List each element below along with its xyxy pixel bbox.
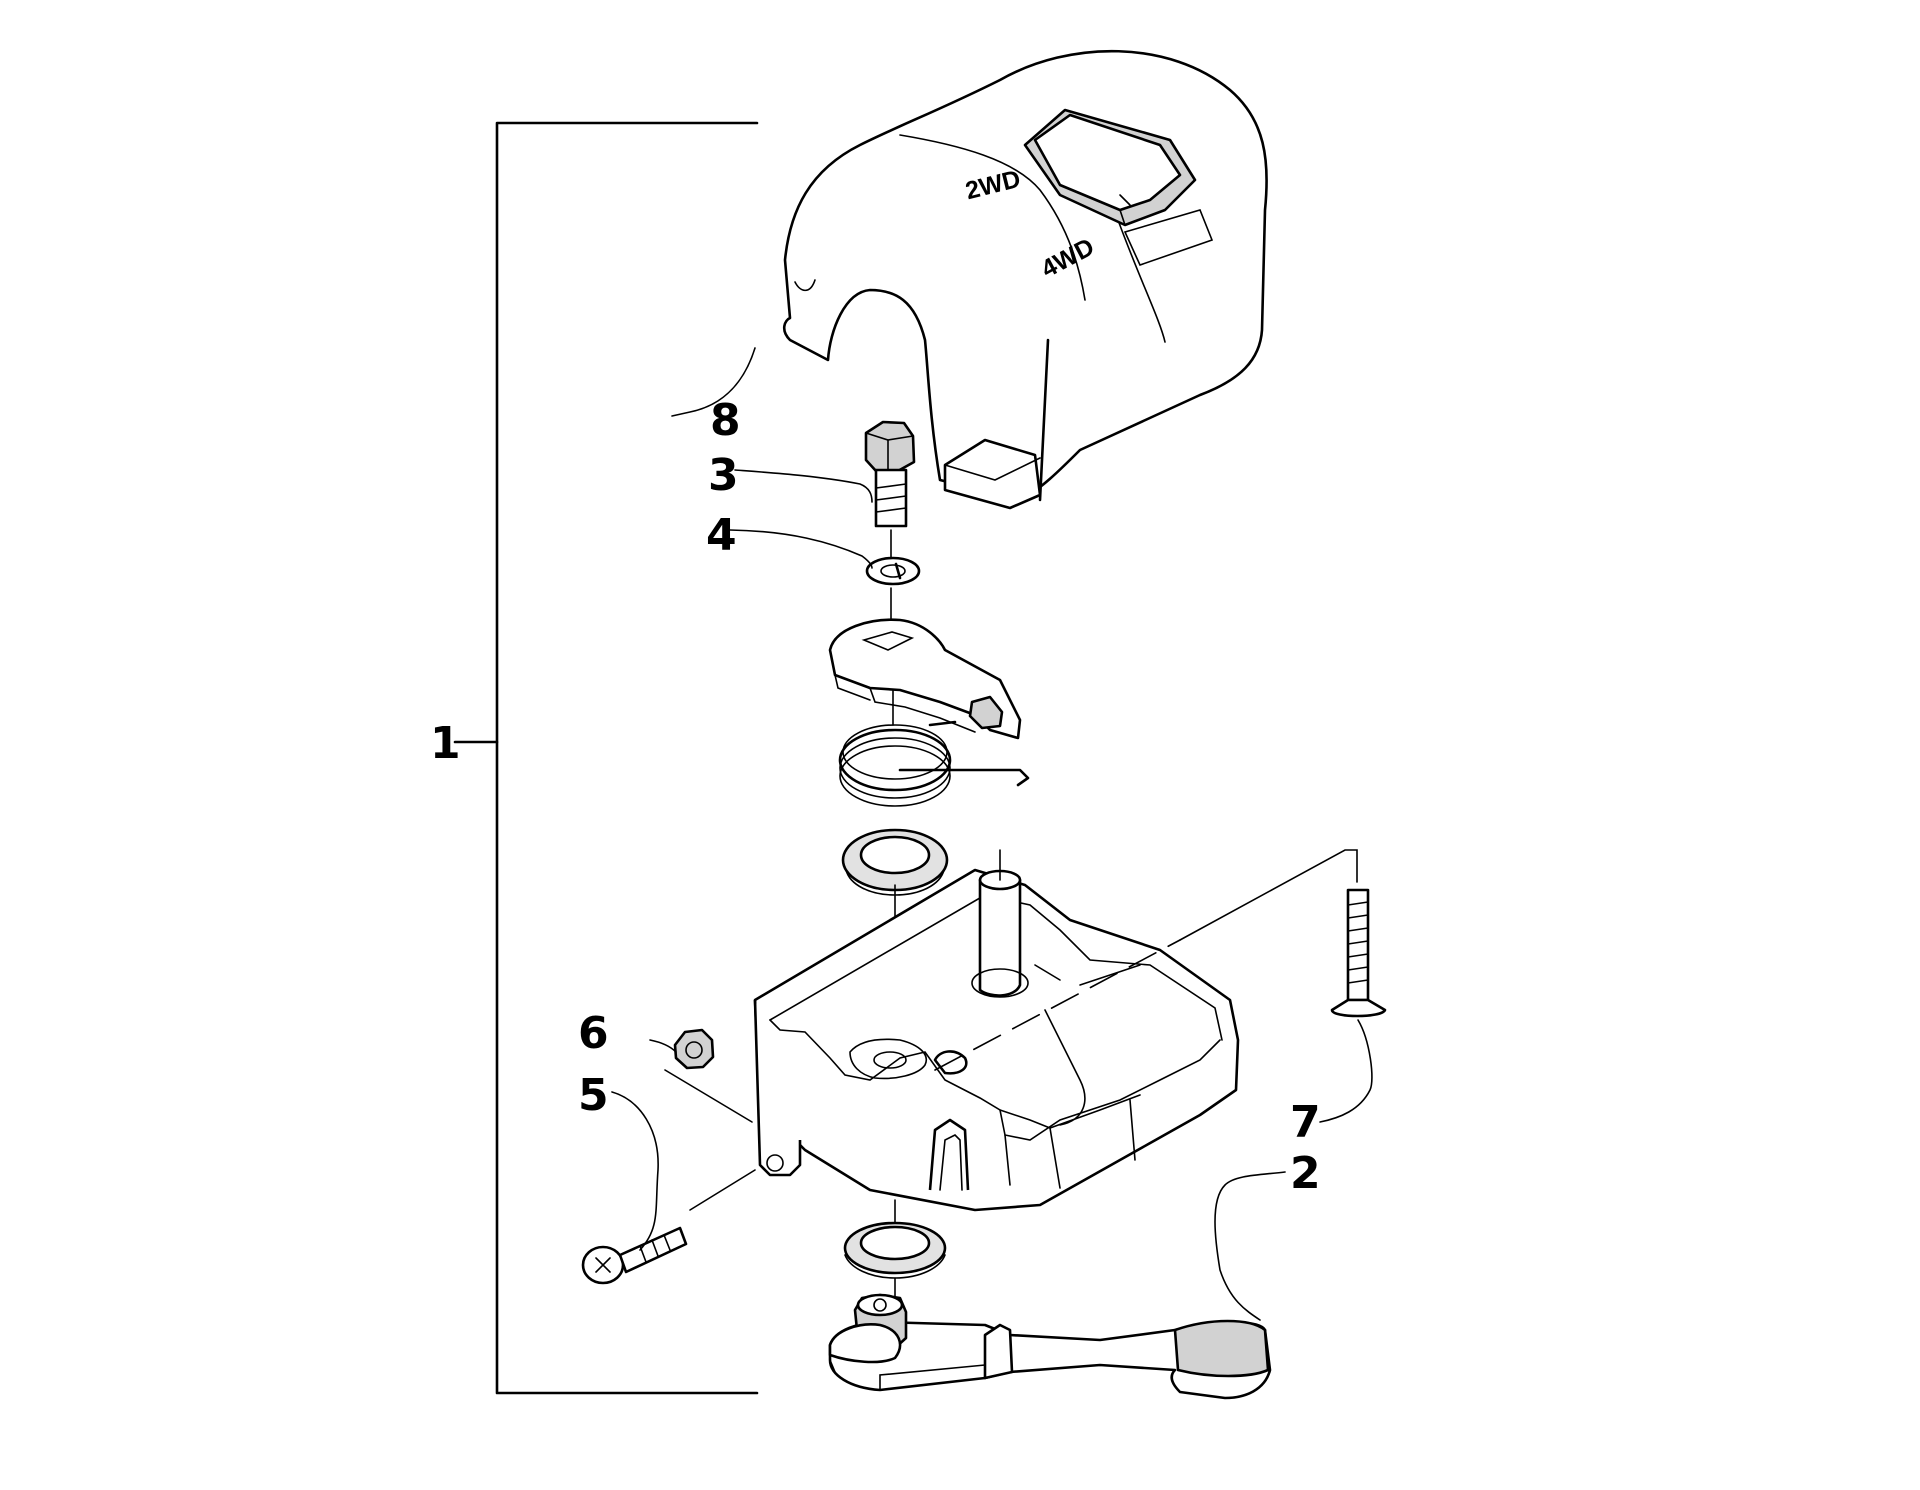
- assembly-bracket: [453, 121, 759, 1395]
- detent-plate: [828, 618, 1022, 740]
- callout-7: 7: [1290, 1097, 1321, 1148]
- leader-4: [729, 529, 873, 569]
- housing-cover: 2WD 4WD: [782, 49, 1268, 510]
- callout-5: 5: [578, 1070, 609, 1121]
- callout-2: 2: [1290, 1148, 1321, 1199]
- hex-nut: [673, 1028, 715, 1070]
- flat-head-screw: [1330, 888, 1387, 1018]
- torsion-spring: [838, 720, 1030, 807]
- callout-leaders: [611, 347, 1373, 1321]
- leader-6: [649, 1039, 677, 1053]
- leader-7: [1319, 1019, 1373, 1123]
- leader-3: [734, 469, 873, 503]
- leader-8: [671, 347, 756, 417]
- screw-axis-line: [934, 849, 1358, 1071]
- bolt: [864, 420, 916, 566]
- pan-head-screw: [581, 1226, 688, 1285]
- callout-8: 8: [710, 395, 741, 446]
- lock-washer: [865, 556, 921, 629]
- leader-2: [1214, 1171, 1286, 1321]
- leader-nut-axis: [664, 1069, 756, 1211]
- callout-numbers: 1 2 3 4 5 6 7 8: [430, 395, 1321, 1199]
- leader-5: [611, 1091, 659, 1251]
- selector-lever: [828, 1293, 1272, 1400]
- callout-6: 6: [578, 1008, 609, 1059]
- callout-4: 4: [706, 510, 737, 561]
- callout-1: 1: [430, 718, 461, 769]
- callout-3: 3: [708, 450, 739, 501]
- switch-base: [753, 849, 1240, 1212]
- upper-bushing: [841, 828, 949, 1061]
